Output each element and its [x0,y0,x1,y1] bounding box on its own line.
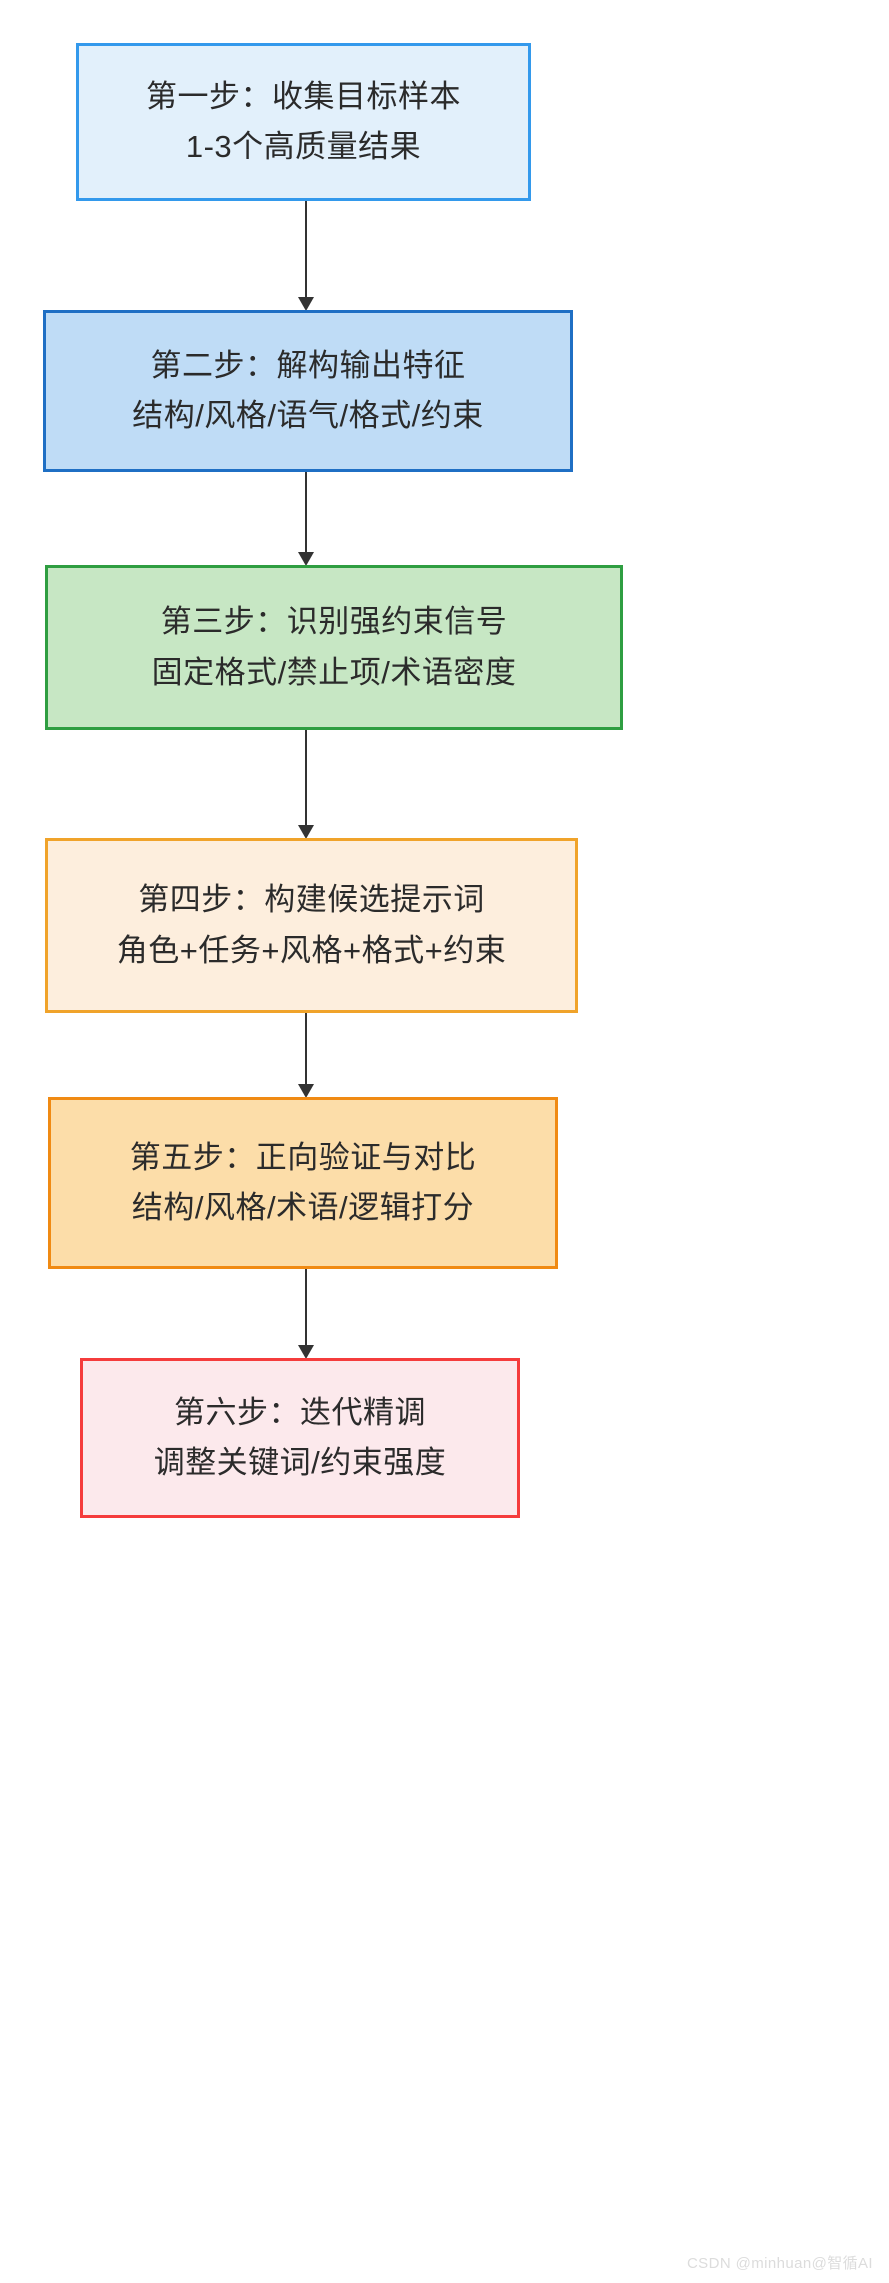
flow-node-step-6-line1: 第六步：迭代精调 [174,1394,426,1430]
arrow-shaft [305,730,307,825]
flow-arrow-step-2-to-step-3 [298,472,314,566]
flow-arrow-step-3-to-step-4 [298,730,314,839]
arrow-head-icon [298,825,314,839]
arrow-head-icon [298,1084,314,1098]
flow-node-step-3[interactable]: 第三步：识别强约束信号 固定格式/禁止项/术语密度 [45,565,623,730]
flow-node-step-4[interactable]: 第四步：构建候选提示词 角色+任务+风格+格式+约束 [45,838,578,1013]
flow-node-step-3-line1: 第三步：识别强约束信号 [160,604,508,640]
arrow-shaft [305,201,307,297]
flow-node-step-1-line1: 第一步：收集目标样本 [146,78,461,114]
flow-node-step-5[interactable]: 第五步：正向验证与对比 结构/风格/术语/逻辑打分 [48,1097,558,1269]
flow-node-step-4-line1: 第四步：构建候选提示词 [138,882,485,918]
flow-node-step-1-line2: 1-3个高质量结果 [185,129,422,164]
flow-arrow-step-4-to-step-5 [298,1013,314,1098]
flow-node-step-5-line1: 第五步：正向验证与对比 [129,1139,477,1175]
arrow-head-icon [298,552,314,566]
flow-node-step-6-line2: 调整关键词/约束强度 [153,1445,447,1480]
flow-node-step-1[interactable]: 第一步：收集目标样本 1-3个高质量结果 [76,43,531,201]
arrow-head-icon [298,1345,314,1359]
flow-arrow-step-5-to-step-6 [298,1269,314,1359]
arrow-head-icon [298,297,314,311]
flow-node-step-2-line1: 第二步：解构输出特征 [150,347,466,383]
flow-node-step-5-line2: 结构/风格/术语/逻辑打分 [131,1190,475,1225]
flow-node-step-6[interactable]: 第六步：迭代精调 调整关键词/约束强度 [80,1358,520,1518]
flow-arrow-step-1-to-step-2 [298,201,314,311]
arrow-shaft [305,472,307,552]
flow-node-step-4-line2: 角色+任务+风格+格式+约束 [116,932,507,968]
watermark-text: CSDN @minhuan@智循AI [686,2255,873,2272]
arrow-shaft [305,1013,307,1084]
flow-node-step-3-line2: 固定格式/禁止项/术语密度 [151,654,517,690]
arrow-shaft [305,1269,307,1345]
flow-node-step-2[interactable]: 第二步：解构输出特征 结构/风格/语气/格式/约束 [43,310,573,472]
flow-node-step-2-line2: 结构/风格/语气/格式/约束 [132,398,484,433]
